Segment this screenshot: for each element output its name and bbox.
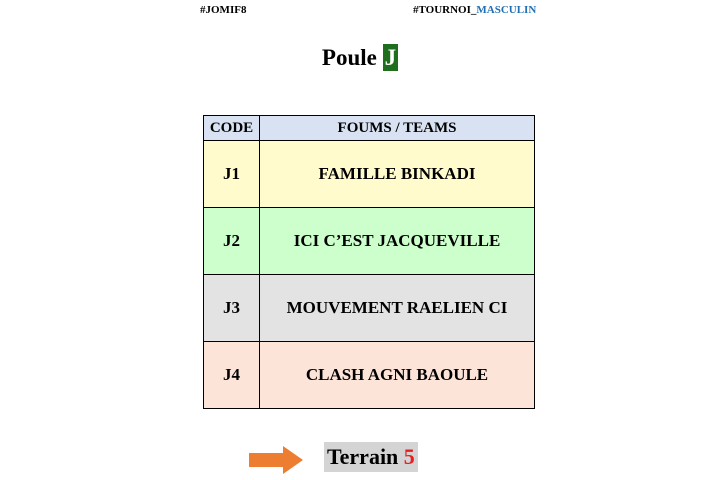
header-right-accent: MASCULIN <box>476 4 537 16</box>
terrain-number: 5 <box>403 444 415 469</box>
terrain-text: Terrain <box>327 444 399 469</box>
header-right-prefix: #TOURNOI_ <box>413 4 477 16</box>
team-name: ICI C’EST JACQUEVILLE <box>259 207 535 275</box>
team-name: CLASH AGNI BAOULE <box>259 341 535 409</box>
header-left-tag: #JOMIF8 <box>200 4 247 16</box>
table-row: J1 FAMILLE BINKADI <box>203 140 535 208</box>
header-code: CODE <box>203 115 260 141</box>
terrain-label: Terrain 5 <box>324 442 418 472</box>
poule-table: CODE FOUMS / TEAMS J1 FAMILLE BINKADI J2… <box>203 115 535 409</box>
poule-letter-badge: J <box>382 44 399 71</box>
team-code: J2 <box>203 207 260 275</box>
team-code: J3 <box>203 274 260 342</box>
page-title: Poule J <box>0 44 720 71</box>
team-name: FAMILLE BINKADI <box>259 140 535 208</box>
table-row: J4 CLASH AGNI BAOULE <box>203 341 535 409</box>
header-right-tag: #TOURNOI_MASCULIN <box>413 4 536 16</box>
table-row: J2 ICI C’EST JACQUEVILLE <box>203 207 535 275</box>
header-teams: FOUMS / TEAMS <box>259 115 535 141</box>
poule-label: Poule <box>321 45 377 70</box>
team-name: MOUVEMENT RAELIEN CI <box>259 274 535 342</box>
right-arrow-icon <box>249 446 303 474</box>
table-header-row: CODE FOUMS / TEAMS <box>203 115 535 141</box>
team-code: J4 <box>203 341 260 409</box>
team-code: J1 <box>203 140 260 208</box>
table-row: J3 MOUVEMENT RAELIEN CI <box>203 274 535 342</box>
